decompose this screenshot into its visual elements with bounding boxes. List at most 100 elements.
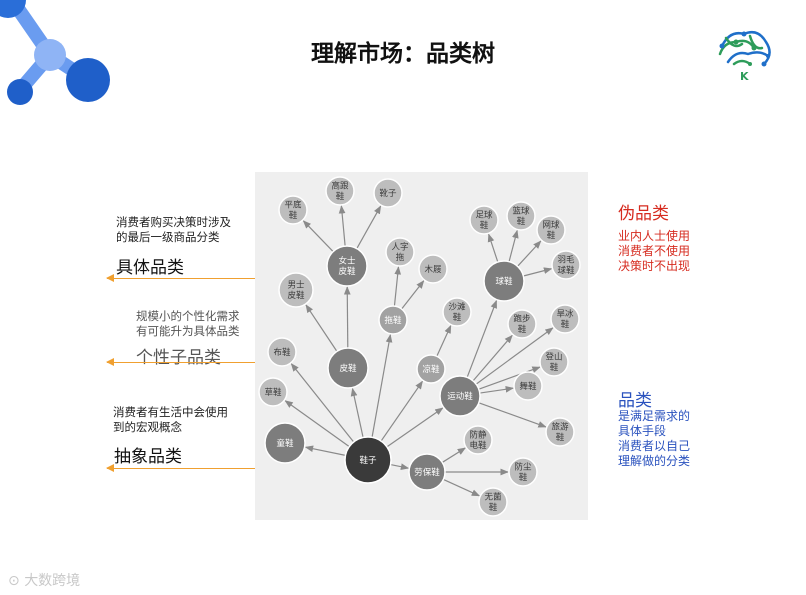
category-tree-diagram: 鞋子皮鞋拖鞋凉鞋运动鞋劳保鞋童鞋草鞋布鞋女士皮鞋男士皮鞋平底鞋高跟鞋靴子人字拖木… bbox=[255, 172, 588, 520]
node-circle bbox=[278, 195, 308, 225]
node-circle bbox=[508, 457, 538, 487]
description-line: 决策时不出现 bbox=[618, 259, 691, 273]
node-lvyou: 旅游鞋 bbox=[545, 417, 575, 447]
node-label: 网球 bbox=[542, 220, 560, 231]
node-label: 鞋 bbox=[336, 191, 345, 202]
node-tuoxie: 拖鞋 bbox=[378, 305, 408, 335]
node-label: 羽毛 bbox=[557, 255, 575, 266]
node-circle bbox=[278, 272, 314, 308]
personal-subcategory-label: 个性子品类 bbox=[136, 348, 221, 368]
node-label: 鞋 bbox=[547, 230, 556, 241]
node-renzi: 人字拖 bbox=[385, 237, 415, 267]
edge-xiezi-tuoxie bbox=[371, 333, 393, 438]
node-liangxie: 凉鞋 bbox=[416, 354, 446, 384]
node-caoxie: 草鞋 bbox=[258, 377, 288, 407]
edge-xiezi-pixie bbox=[350, 387, 364, 438]
node-label: 鞋 bbox=[480, 220, 489, 231]
node-circle bbox=[258, 377, 288, 407]
node-circle bbox=[513, 371, 543, 401]
node-label: 鞋 bbox=[561, 319, 570, 330]
edge-xiezi-liangxie bbox=[380, 380, 423, 442]
edge-laobaoxie-wujun bbox=[443, 478, 481, 497]
node-label: 劳保鞋 bbox=[414, 467, 440, 478]
description-line: 业内人士使用 bbox=[618, 229, 691, 243]
node-buxie: 布鞋 bbox=[267, 337, 297, 367]
note-line: 有可能升为具体品类 bbox=[136, 324, 240, 338]
node-wuxie: 舞鞋 bbox=[513, 371, 543, 401]
note-line: 消费者购买决策时涉及 bbox=[116, 215, 231, 229]
node-label: 球鞋 bbox=[557, 265, 575, 276]
node-shatan: 沙滩鞋 bbox=[442, 297, 472, 327]
node-circle bbox=[539, 347, 569, 377]
edge-pixie-nanshi bbox=[305, 304, 338, 352]
node-paobu: 跑步鞋 bbox=[507, 309, 537, 339]
node-label: 鞋 bbox=[489, 502, 498, 513]
node-tongxie: 童鞋 bbox=[264, 422, 306, 464]
node-label: 鞋 bbox=[453, 312, 462, 323]
abstract-category-note: 消费者有生活中会使用 到的宏观概念 bbox=[113, 405, 228, 435]
node-circle bbox=[264, 422, 306, 464]
node-circle bbox=[416, 354, 446, 384]
page-title: 理解市场：品类树 bbox=[311, 41, 495, 67]
description-line: 具体手段 bbox=[618, 424, 667, 438]
edge-nvshi-gaogen bbox=[338, 205, 346, 247]
node-circle bbox=[507, 309, 537, 339]
edge-qiuxie-wangqiu bbox=[517, 240, 542, 267]
node-label: 男士 bbox=[287, 280, 305, 291]
node-circle bbox=[463, 425, 493, 455]
abstract-category-arrow bbox=[106, 464, 357, 472]
edge-laobaoxie-fangjing bbox=[441, 447, 467, 463]
node-circle bbox=[469, 205, 499, 235]
node-liubing: 旱冰鞋 bbox=[550, 304, 580, 334]
node-dengshan: 登山鞋 bbox=[539, 347, 569, 377]
node-circle bbox=[378, 305, 408, 335]
node-label: 皮鞋 bbox=[287, 290, 305, 301]
node-label: 旱冰 bbox=[556, 309, 574, 320]
edge-tuoxie-muji bbox=[401, 280, 425, 310]
node-label: 平底 bbox=[284, 200, 302, 211]
node-circle bbox=[408, 453, 446, 491]
node-label: 鞋子 bbox=[359, 455, 377, 466]
node-circle bbox=[267, 337, 297, 367]
node-circle bbox=[478, 487, 508, 517]
node-label: 舞鞋 bbox=[519, 381, 537, 392]
edge-xiezi-laobaoxie bbox=[390, 463, 410, 470]
node-label: 登山 bbox=[545, 352, 562, 363]
description-line: 理解做的分类 bbox=[618, 454, 691, 468]
decorative-molecule-shape bbox=[0, 0, 110, 105]
edge-xiezi-buxie bbox=[290, 363, 355, 443]
node-muji: 木屐 bbox=[418, 254, 448, 284]
node-circle bbox=[385, 237, 415, 267]
category-description: 是满足需求的 具体手段 消费者以自己 理解做的分类 bbox=[618, 409, 690, 469]
pseudo-category-title: 伪品类 bbox=[618, 204, 669, 224]
node-pixie: 皮鞋 bbox=[327, 347, 369, 389]
node-circle bbox=[373, 178, 403, 208]
node-gaogen: 高跟鞋 bbox=[325, 176, 355, 206]
node-label: 运动鞋 bbox=[447, 391, 473, 402]
node-label: 鞋 bbox=[519, 472, 528, 483]
node-yundongxie: 运动鞋 bbox=[439, 375, 481, 417]
note-line: 到的宏观概念 bbox=[113, 420, 182, 434]
node-label: 人字 bbox=[391, 242, 408, 253]
node-wujun: 无菌鞋 bbox=[478, 487, 508, 517]
edge-yundongxie-paobu bbox=[472, 334, 513, 382]
note-line: 规模小的个性化需求 bbox=[136, 309, 240, 323]
node-laobaoxie: 劳保鞋 bbox=[408, 453, 446, 491]
node-circle bbox=[506, 201, 536, 231]
brand-logo: K bbox=[718, 31, 771, 83]
node-circle bbox=[439, 375, 481, 417]
node-label: 鞋 bbox=[550, 362, 559, 373]
node-label: 鞋 bbox=[518, 324, 527, 335]
description-line: 消费者以自己 bbox=[618, 439, 691, 453]
edge-yundongxie-dengshan bbox=[478, 366, 541, 390]
node-lanqiu: 篮球鞋 bbox=[506, 201, 536, 231]
node-label: 防静 bbox=[469, 430, 487, 441]
edge-yundongxie-wuxie bbox=[479, 385, 514, 394]
edge-pixie-nvshi bbox=[343, 286, 351, 349]
node-circle bbox=[344, 436, 392, 484]
node-xuezi: 靴子 bbox=[373, 178, 403, 208]
node-label: 拖鞋 bbox=[384, 315, 402, 326]
edge-xiezi-tongxie bbox=[304, 445, 346, 456]
abstract-category-label: 抽象品类 bbox=[114, 447, 182, 467]
